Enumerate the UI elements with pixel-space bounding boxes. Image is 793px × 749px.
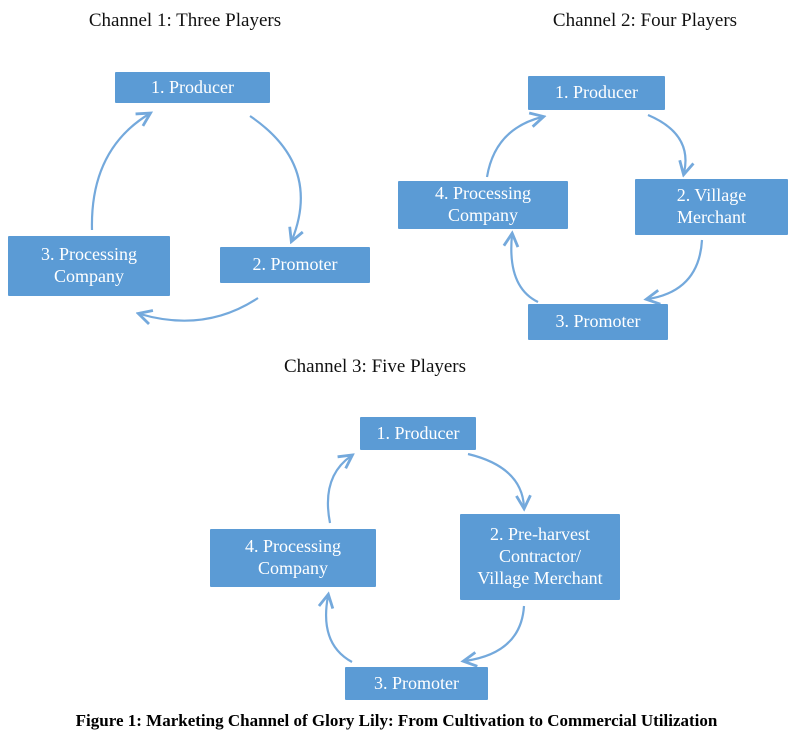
channel1-promoter-node: 2. Promoter xyxy=(220,247,370,283)
channel3-producer-node: 1. Producer xyxy=(360,417,476,450)
channel1-arrow-producer-to-promoter-icon xyxy=(249,115,301,240)
channel2-promoter-node: 3. Promoter xyxy=(528,304,668,340)
channel3-arrow-promoter-to-processing-icon xyxy=(326,596,353,663)
channel2-title: Channel 2: Four Players xyxy=(552,10,738,31)
channel3-arrow-processing-to-producer-icon xyxy=(326,456,351,524)
channel1-title: Channel 1: Three Players xyxy=(88,10,282,31)
channel1-processing-company-node: 3. Processing Company xyxy=(8,236,170,296)
channel3-preharvest-contractor-node: 2. Pre-harvest Contractor/ Village Merch… xyxy=(460,514,620,600)
channel2-arrow-villagemerchant-to-promoter-icon xyxy=(648,239,704,299)
channel2-processing-company-node: 4. Processing Company xyxy=(398,181,568,229)
figure-caption: Figure 1: Marketing Channel of Glory Lil… xyxy=(75,711,718,730)
channel3-title: Channel 3: Five Players xyxy=(283,356,467,377)
channel3-processing-company-node: 4. Processing Company xyxy=(210,529,376,587)
channel3-arrow-preharvest-to-promoter-icon xyxy=(465,605,526,661)
channel2-producer-node: 1. Producer xyxy=(528,76,665,110)
channel2-village-merchant-node: 2. Village Merchant xyxy=(635,179,788,235)
channel1-arrow-promoter-to-processing-icon xyxy=(140,297,259,321)
channel3-promoter-node: 3. Promoter xyxy=(345,667,488,700)
channel2-arrow-promoter-to-processing-icon xyxy=(511,235,539,303)
channel2-arrow-producer-to-villagemerchant-icon xyxy=(647,113,686,173)
channel1-arrow-processing-to-producer-icon xyxy=(90,114,149,231)
channel1-producer-node: 1. Producer xyxy=(115,72,270,103)
channel2-arrow-processing-to-producer-icon xyxy=(485,117,542,178)
channel3-arrow-producer-to-preharvest-icon xyxy=(467,452,524,507)
